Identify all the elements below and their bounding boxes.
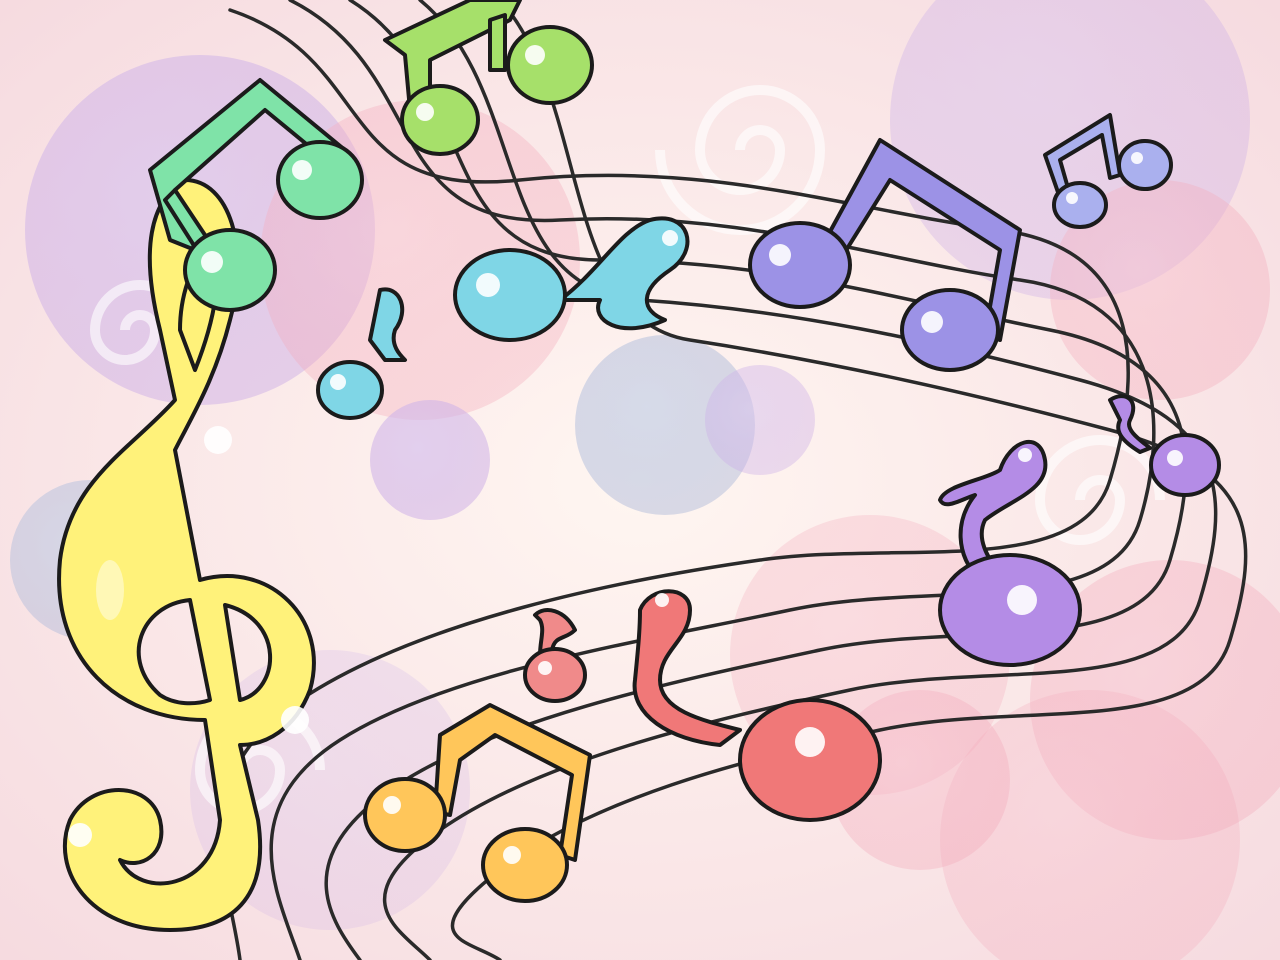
red-eighth-note — [632, 589, 882, 822]
violet-small-beamed-notes — [1043, 113, 1173, 229]
lavender-eighth-note — [938, 439, 1082, 667]
orange-beamed-notes — [363, 703, 592, 903]
rose-small-eighth-note — [523, 608, 587, 703]
lavender-small-eighth-note — [1108, 394, 1221, 497]
lime-beamed-notes — [383, 0, 594, 156]
cyan-eighth-note — [453, 216, 690, 342]
violet-beamed-notes — [748, 138, 1022, 372]
cyan-small-eighth-note — [316, 287, 407, 420]
green-beamed-notes — [148, 78, 364, 312]
wavy-staff-lines — [219, 0, 1248, 960]
